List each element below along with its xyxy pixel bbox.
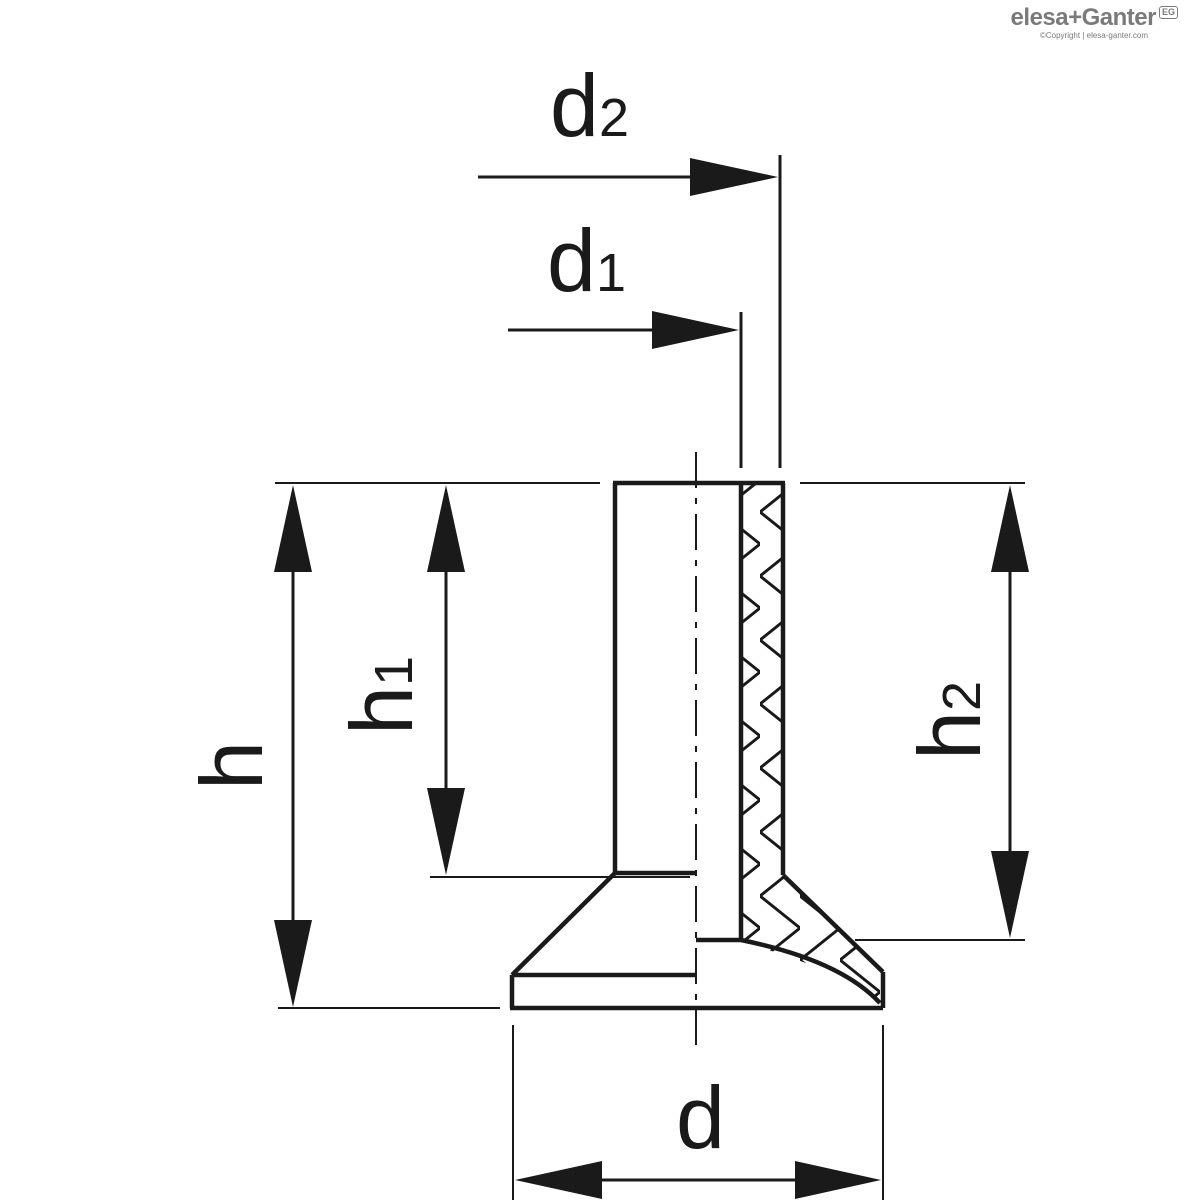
h-arrowhead-bottom xyxy=(274,920,312,1007)
dimension-d2 xyxy=(478,155,782,468)
dimension-d xyxy=(512,1025,884,1200)
label-h2: h2 xyxy=(900,681,999,760)
brand-copyright: ©Copyright | elesa-ganter.com xyxy=(1039,31,1148,40)
h2-arrowhead-top xyxy=(991,485,1029,572)
h1-arrowhead-bottom xyxy=(427,788,465,875)
part-left-half xyxy=(509,480,883,1011)
label-h: h xyxy=(182,741,281,790)
part-section-half xyxy=(696,483,886,1008)
dimension-h2 xyxy=(855,485,1029,941)
d-arrowhead-left xyxy=(515,1161,602,1199)
d2-arrowhead xyxy=(690,158,778,196)
section-hatching xyxy=(740,485,880,1000)
h1-arrowhead-top xyxy=(427,485,465,572)
h-arrowhead-top xyxy=(274,485,312,572)
cone-left-edge xyxy=(510,871,617,977)
brand-name: elesa+Ganter xyxy=(1010,4,1157,31)
dimension-d1 xyxy=(508,311,743,468)
label-h1: h1 xyxy=(332,656,431,735)
d1-arrowhead xyxy=(652,311,739,349)
section-inner-curve xyxy=(740,937,882,1005)
label-d: d xyxy=(676,1068,725,1167)
section-cone-outer xyxy=(781,873,885,974)
label-d1: d1 xyxy=(547,211,626,310)
d-arrowhead-right xyxy=(795,1161,881,1199)
dimension-h1 xyxy=(427,485,690,878)
label-d2: d2 xyxy=(550,56,629,155)
dimension-h xyxy=(274,485,312,1007)
h2-arrowhead-bottom xyxy=(991,851,1029,938)
brand-badge-icon: EG xyxy=(1158,6,1178,19)
